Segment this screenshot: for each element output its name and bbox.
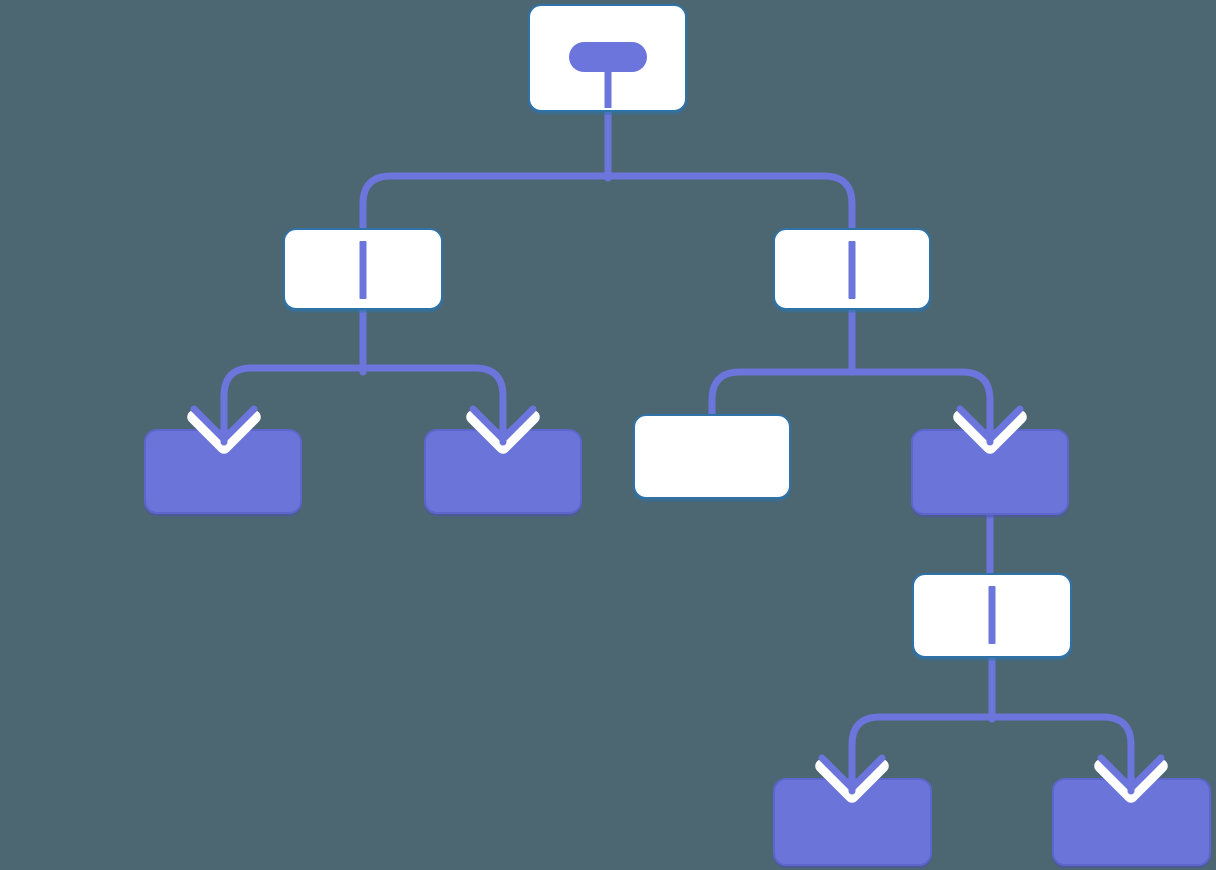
divider-placeholder-line — [359, 241, 367, 299]
text-placeholder-pill — [568, 42, 647, 72]
divider-placeholder-line — [848, 241, 856, 299]
node-branch-right[interactable] — [773, 228, 931, 310]
edge-bottom-bus — [848, 713, 1135, 785]
node-root[interactable] — [528, 4, 687, 112]
edge-right-bus — [708, 368, 994, 435]
edge-top-bus — [359, 172, 856, 234]
pill-stem — [604, 70, 611, 108]
divider-placeholder-line — [988, 586, 996, 644]
double-chevron-down-icon — [953, 398, 1027, 454]
node-child-right-white[interactable] — [633, 414, 791, 499]
double-chevron-down-icon — [466, 398, 540, 454]
node-branch-left[interactable] — [283, 228, 443, 310]
node-branch-right-sub[interactable] — [912, 573, 1072, 658]
double-chevron-down-icon — [815, 747, 889, 803]
edge-left-bus — [220, 364, 507, 435]
double-chevron-down-icon — [1094, 747, 1168, 803]
double-chevron-down-icon — [187, 398, 261, 454]
